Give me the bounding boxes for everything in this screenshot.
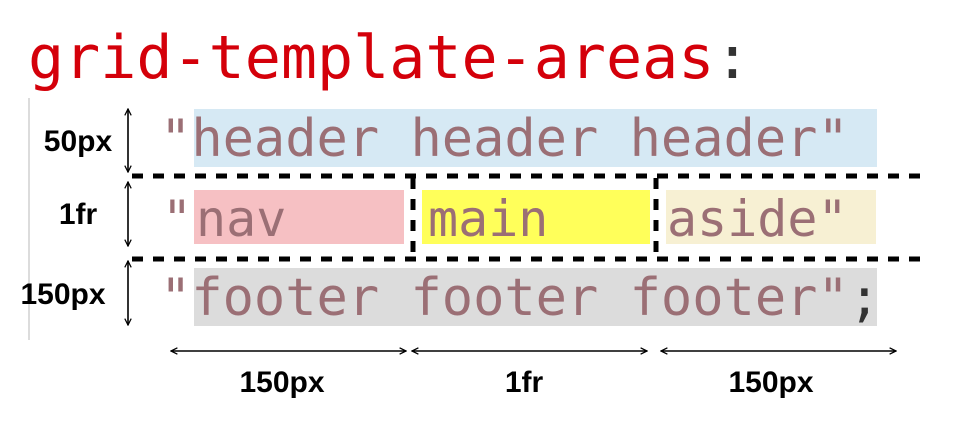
row-size-label-2: 1fr — [59, 198, 98, 231]
property-colon: : — [714, 23, 750, 93]
row-1-open-quote: " — [160, 109, 191, 169]
footer-row-highlight — [194, 268, 877, 326]
row-3-code: "footer footer footer"; — [160, 268, 880, 328]
property-line: grid-template-areas: — [28, 23, 750, 93]
semicolon: ; — [849, 268, 880, 328]
row-size-label-3: 150px — [20, 278, 105, 311]
column-size-label-1: 150px — [239, 366, 324, 399]
row-1-close-quote: " — [817, 109, 848, 169]
row-3-open-quote: " — [160, 268, 191, 328]
nav-area-name: nav — [196, 190, 286, 248]
row-3-areas: footer footer footer — [191, 268, 817, 328]
aside-label: aside — [667, 190, 818, 248]
aside-cell-highlight — [666, 190, 876, 244]
row-1-code: "header header header" — [160, 109, 849, 169]
row-1-areas: header header header — [191, 109, 817, 169]
column-size-label-3: 150px — [728, 366, 813, 399]
nav-cell-highlight — [194, 190, 404, 244]
main-area-name: main — [428, 190, 548, 248]
row-2-open-quote: " — [162, 190, 192, 248]
column-size-label-2: 1fr — [505, 366, 544, 399]
row-3-close-quote: " — [817, 268, 848, 328]
aside-area-name: aside" — [667, 190, 848, 248]
main-cell-highlight — [422, 190, 650, 244]
row-2-close-quote: " — [818, 190, 848, 248]
header-row-highlight — [194, 109, 877, 167]
row-size-label-1: 50px — [44, 125, 113, 158]
property-name: grid-template-areas — [28, 23, 714, 93]
